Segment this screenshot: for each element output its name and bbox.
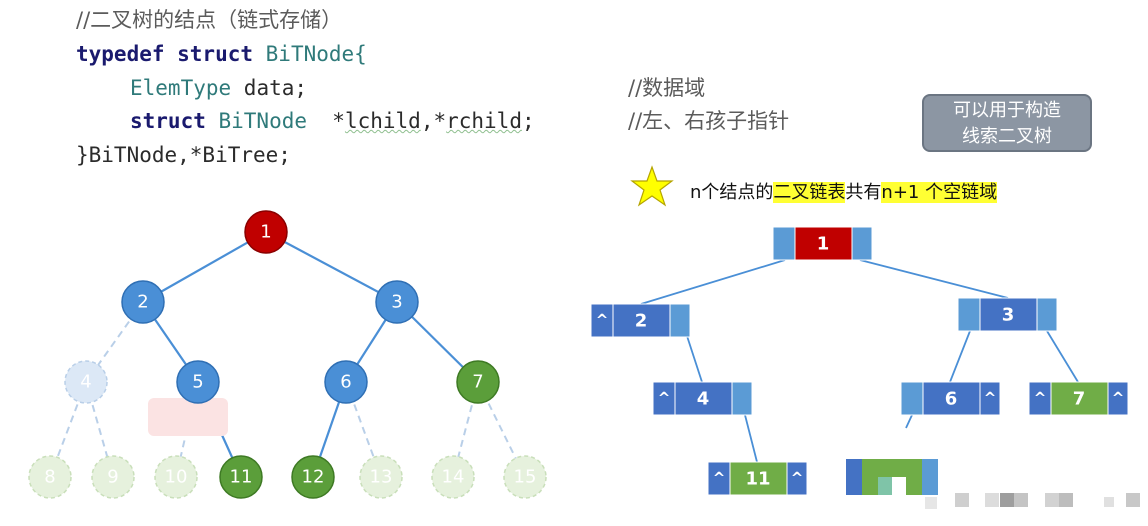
note-highlight-binary-list: 二叉链表 (773, 182, 846, 203)
linked-node-2: ^ 2 (590, 303, 691, 338)
linked-node-1: 1 (772, 226, 873, 261)
callout-line-1: 可以用于构造 (953, 100, 1061, 121)
tree-node-11-label: 11 (230, 467, 253, 488)
lchild-token: lchild (344, 109, 421, 133)
tree-node-15: 15 (503, 455, 547, 499)
tree-node-2-label: 2 (137, 292, 148, 313)
pixelated-strip (925, 493, 1140, 509)
tree-node-9-label: 9 (107, 467, 118, 488)
code-comment-title: //二叉树的结点（链式存储） (76, 8, 343, 32)
tree-node-2: 2 (121, 280, 165, 324)
rchild-token: rchild (446, 109, 522, 133)
tree-node-4: 4 (64, 360, 108, 404)
tree-node-10: 10 (154, 455, 198, 499)
keyword-struct: struct (130, 109, 206, 133)
child-type: BiTNode (205, 109, 308, 133)
tree-node-12-label: 12 (302, 467, 325, 488)
code-line-typedef: typedef struct BiTNode{ (76, 44, 367, 65)
star-icon (630, 165, 674, 207)
note-prefix: n个结点的 (690, 182, 774, 203)
linked-node-3: 3 (957, 297, 1058, 332)
keyword-typedef-struct: typedef struct (76, 42, 254, 66)
struct-name: BiTNode{ (253, 42, 367, 66)
null-pointer-7-right: ^ (1112, 389, 1125, 407)
tree-node-9: 9 (91, 455, 135, 499)
note-middle: 共有 (845, 182, 882, 203)
linked-list-edges (640, 259, 1079, 463)
tree-node-6-label: 6 (340, 372, 351, 393)
null-pointer-2-left: ^ (596, 311, 609, 329)
semicolon: ; (521, 109, 535, 133)
linked-node-4: ^ 4 (652, 381, 753, 416)
linked-node-6: ^ 6 (900, 381, 1001, 416)
linked-node-6-label: 6 (945, 389, 958, 410)
code-line-close: }BiTNode,*BiTree; (76, 143, 291, 167)
tree-node-5-label: 5 (192, 372, 203, 393)
null-pointer-11-right: ^ (791, 469, 804, 487)
linked-node-1-label: 1 (817, 234, 830, 255)
linked-node-7-label: 7 (1073, 389, 1086, 410)
null-links-note: n个结点的二叉链表共有n+1 个空链域 (690, 178, 998, 204)
elemtype-token: ElemType (130, 76, 232, 100)
linked-node-4-label: 4 (697, 389, 710, 410)
tree-node-13-label: 13 (370, 467, 393, 488)
linked-node-11-label: 11 (745, 469, 770, 490)
pointer-star-2: ,* (420, 109, 447, 133)
linked-node-11: ^ ^ 11 (707, 461, 808, 496)
tree-node-8-label: 8 (44, 467, 55, 488)
code-line-children: struct BiTNode *lchild,*rchild; (130, 111, 535, 132)
linked-node-7: ^ ^ 7 (1028, 381, 1129, 416)
tree-node-4-label: 4 (80, 372, 91, 393)
null-pointer-7-left: ^ (1034, 389, 1047, 407)
callout-threaded-tree: 可以用于构造 线索二叉树 (922, 94, 1092, 152)
tree-node-6: 6 (324, 360, 368, 404)
tree-node-13: 13 (359, 455, 403, 499)
tree-node-7-label: 7 (472, 372, 483, 393)
tree-node-3-label: 3 (391, 292, 402, 313)
pointer-star-1: * (307, 109, 345, 133)
tree-node-3: 3 (375, 280, 419, 324)
tree-node-14-label: 14 (442, 467, 465, 488)
tree-node-7: 7 (456, 360, 500, 404)
tree-node-8: 8 (28, 455, 72, 499)
code-line-data: ElemType data; (130, 78, 307, 99)
data-field: data; (231, 76, 308, 100)
tree-node-10-label: 10 (165, 467, 188, 488)
tree-node-14: 14 (431, 455, 475, 499)
tree-node-5: 5 (176, 360, 220, 404)
null-pointer-6-right: ^ (984, 389, 997, 407)
tree-node-15-label: 15 (514, 467, 537, 488)
comment-child-pointers: //左、右孩子指针 (628, 109, 790, 133)
callout-line-2: 线索二叉树 (962, 126, 1052, 147)
null-pointer-11-left: ^ (713, 469, 726, 487)
binary-tree-dashed-edges (49, 301, 526, 478)
linked-node-2-label: 2 (635, 311, 648, 332)
watermark-overlay (148, 398, 228, 436)
binary-tree-edges (142, 231, 479, 478)
comment-data-field: //数据域 (628, 76, 706, 100)
tree-node-11: 11 (219, 455, 263, 499)
note-highlight-null-count: n+1 个空链域 (881, 182, 998, 203)
tree-node-1: 1 (244, 210, 288, 254)
tree-node-1-label: 1 (260, 222, 271, 243)
linked-node-3-label: 3 (1002, 305, 1015, 326)
null-pointer-4-left: ^ (658, 389, 671, 407)
tree-node-12: 12 (291, 455, 335, 499)
linked-node-12-partial (846, 459, 938, 495)
